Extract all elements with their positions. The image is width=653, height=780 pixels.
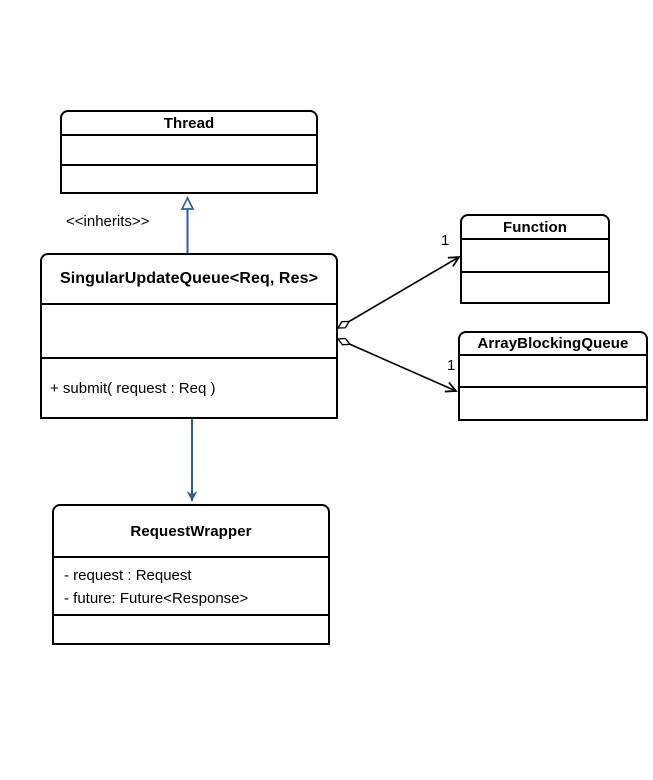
class-box-thread: Thread [60, 110, 318, 194]
queue-multiplicity-label: 1 [447, 357, 456, 374]
methods-compartment-array-blocking-queue [460, 388, 646, 419]
class-title-array-blocking-queue: ArrayBlockingQueue [460, 333, 646, 356]
attributes-compartment-array-blocking-queue [460, 356, 646, 388]
class-title-singular-update-queue: SingularUpdateQueue<Req, Res> [42, 255, 336, 305]
class-box-function: Function [460, 214, 610, 304]
aggregation-arrow-to-function [338, 257, 459, 328]
class-box-array-blocking-queue: ArrayBlockingQueue [458, 331, 648, 421]
class-title-function: Function [462, 216, 608, 240]
attributes-compartment-function [462, 240, 608, 273]
class-title-request-wrapper: RequestWrapper [54, 506, 328, 558]
attribute-future: - future: Future<Response> [64, 590, 249, 607]
methods-compartment-request-wrapper [54, 616, 328, 643]
attributes-compartment-thread [62, 136, 316, 166]
class-box-singular-update-queue: SingularUpdateQueue<Req, Res> + submit( … [40, 253, 338, 419]
class-box-request-wrapper: RequestWrapper - request : Request - fut… [52, 504, 330, 645]
methods-compartment-thread [62, 166, 316, 192]
aggregation-arrow-to-array-blocking-queue [338, 339, 456, 391]
function-multiplicity-label: 1 [441, 232, 450, 249]
class-title-thread: Thread [62, 112, 316, 136]
methods-compartment-function [462, 273, 608, 302]
inherits-stereotype-label: <<inherits>> [66, 213, 150, 230]
attribute-request: - request : Request [64, 567, 192, 584]
method-submit: + submit( request : Req ) [50, 379, 216, 397]
methods-compartment-singular-update-queue: + submit( request : Req ) [42, 359, 336, 417]
attributes-compartment-request-wrapper: - request : Request - future: Future<Res… [54, 558, 328, 616]
attributes-compartment-singular-update-queue [42, 305, 336, 359]
